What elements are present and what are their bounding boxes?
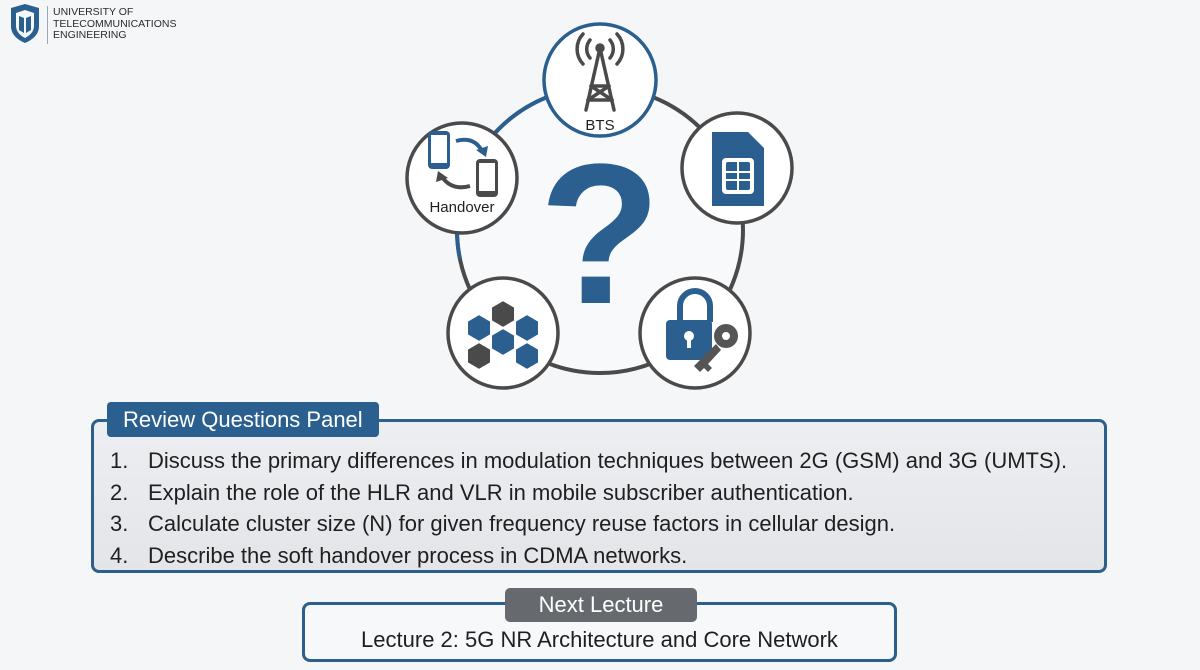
- node-cells: [446, 276, 560, 390]
- logo-divider: [47, 6, 48, 44]
- node-bts-label: BTS: [585, 117, 614, 134]
- review-panel-title: Review Questions Panel: [107, 402, 379, 437]
- padlock-key-icon: [666, 288, 738, 372]
- handover-phones-icon: [428, 131, 498, 197]
- node-bts: BTS: [542, 22, 658, 138]
- question-number: 1.: [110, 448, 129, 473]
- university-name-line-2: TELECOMMUNICATIONS: [53, 17, 177, 30]
- next-lecture-title: Next Lecture: [505, 588, 697, 622]
- node-security: [638, 276, 752, 390]
- university-name-line-1: UNIVERSITY OF: [53, 6, 134, 18]
- question-item: 2. Explain the role of the HLR and VLR i…: [110, 477, 1067, 509]
- question-number: 2.: [110, 479, 129, 505]
- question-text: Describe the soft handover process in CD…: [148, 542, 688, 568]
- sim-card-icon: [712, 132, 764, 206]
- review-questions-list: 1. Discuss the primary differences in mo…: [110, 445, 1067, 571]
- university-logo: UNIVERSITY OF TELECOMMUNICATIONS ENGINEE…: [8, 4, 176, 44]
- review-questions-panel: [91, 419, 1107, 573]
- university-name: UNIVERSITY OF TELECOMMUNICATIONS ENGINEE…: [53, 4, 176, 42]
- question-text: Calculate cluster size (N) for given fre…: [148, 511, 896, 536]
- question-item: 1. Discuss the primary differences in mo…: [110, 445, 1067, 477]
- node-handover-label: Handover: [429, 199, 494, 216]
- question-text: Explain the role of the HLR and VLR in m…: [148, 479, 854, 505]
- hexagon-cells-icon: [466, 298, 540, 372]
- node-handover: Handover: [405, 121, 519, 235]
- next-lecture-text: Lecture 2: 5G NR Architecture and Core N…: [361, 627, 838, 652]
- university-name-line-3: ENGINEERING: [53, 29, 127, 41]
- question-item: 3. Calculate cluster size (N) for given …: [110, 508, 1067, 540]
- node-sim: [680, 111, 794, 225]
- question-item: 4. Describe the soft handover process in…: [110, 540, 1067, 572]
- cell-tower-icon: [575, 32, 625, 112]
- question-number: 3.: [110, 511, 129, 536]
- question-number: 4.: [110, 542, 129, 568]
- question-mark-icon: ?: [539, 123, 661, 346]
- mobile-network-diagram: ? BTS: [405, 22, 794, 390]
- question-text: Discuss the primary differences in modul…: [148, 448, 1068, 473]
- university-crest-icon: [11, 4, 39, 43]
